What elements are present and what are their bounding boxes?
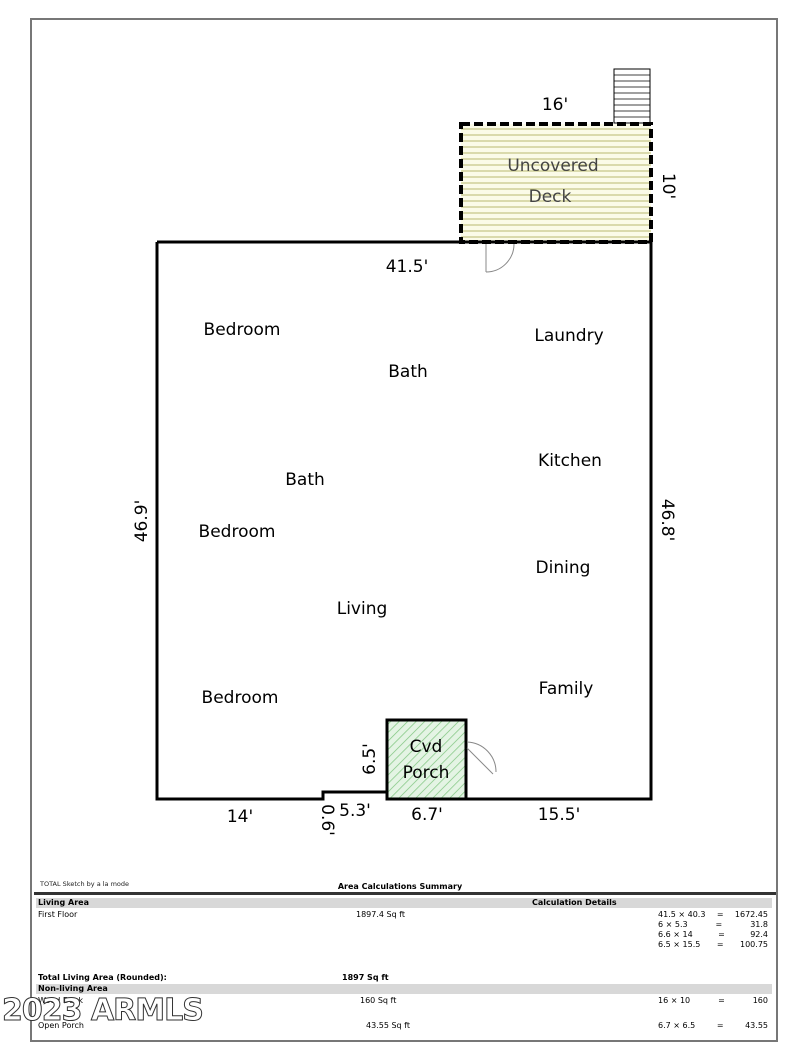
dim-deck-width: 16': [542, 95, 568, 115]
total-living-value: 1897 Sq ft: [342, 973, 389, 982]
room-laundry: Laundry: [534, 326, 603, 346]
room-living: Living: [337, 599, 388, 619]
uncovered-deck: [459, 122, 653, 244]
room-bedroom-mid: Bedroom: [199, 522, 276, 542]
room-kitchen: Kitchen: [538, 451, 602, 471]
total-living-row: Total Living Area (Rounded): 1897 Sq ft: [36, 973, 772, 983]
dim-deck-depth: 10': [658, 173, 678, 199]
first-floor-label: First Floor: [38, 910, 78, 919]
first-floor-calcs: 41.5 × 40.3=1672.45 6 × 5.3=31.8 6.6 × 1…: [658, 910, 768, 950]
floor-plan-sheet: [30, 18, 778, 1042]
room-bath-mid: Bath: [285, 470, 325, 490]
deck-label-line2: Deck: [529, 187, 572, 207]
summary-divider: [34, 892, 776, 895]
deck-door: [485, 243, 515, 273]
calc-line: 6.6 × 14=92.4: [658, 930, 768, 939]
wood-deck-value: 160 Sq ft: [360, 996, 397, 1005]
calc-line: 6.5 × 15.5=100.75: [658, 940, 768, 949]
first-floor-value: 1897.4 Sq ft: [356, 910, 406, 919]
calc-line: 6 × 5.3=31.8: [658, 920, 768, 929]
dim-notch-width: 5.3': [339, 801, 371, 821]
dim-left: 46.9': [132, 500, 152, 543]
covered-porch: [385, 718, 468, 801]
dim-bottom-left: 14': [227, 807, 253, 827]
calc-line: 41.5 × 40.3=1672.45: [658, 910, 768, 919]
living-area-header: Living Area: [38, 898, 89, 907]
living-area-header-row: Living Area Calculation Details: [36, 898, 772, 908]
nonliving-header: Non-living Area: [38, 984, 108, 993]
porch-door: [466, 741, 497, 775]
sketch-note: TOTAL Sketch by a la mode: [40, 880, 130, 888]
dim-porch-height: 6.5': [360, 743, 380, 775]
calc-details-header: Calculation Details: [532, 898, 617, 907]
dim-porch-width: 6.7': [411, 805, 443, 825]
first-floor-row: First Floor 1897.4 Sq ft: [36, 910, 772, 920]
deck-stairs: [613, 68, 651, 124]
room-bath-top: Bath: [388, 362, 428, 382]
dim-right: 46.8': [657, 499, 677, 542]
room-dining: Dining: [536, 558, 591, 578]
porch-label-line2: Porch: [403, 763, 450, 783]
open-porch-calc: 6.7 × 6.5=43.55: [658, 1021, 768, 1031]
deck-label-line1: Uncovered: [507, 156, 598, 176]
room-bedroom-bottom: Bedroom: [202, 688, 279, 708]
dim-bottom-right: 15.5': [538, 805, 581, 825]
room-family: Family: [539, 679, 594, 699]
summary-title: Area Calculations Summary: [337, 882, 463, 891]
open-porch-value: 43.55 Sq ft: [366, 1021, 410, 1030]
armls-watermark: 2023 ARMLS: [2, 993, 205, 1029]
calc-line: 16 × 10=160: [658, 996, 768, 1005]
porch-label-line1: Cvd: [410, 737, 443, 757]
dim-notch-height: 0.6': [317, 804, 337, 836]
wood-deck-row: Wood Deck 160 Sq ft: [36, 996, 772, 1006]
wood-deck-calc: 16 × 10=160: [658, 996, 768, 1006]
open-porch-label: Open Porch: [38, 1021, 84, 1030]
room-bedroom-top: Bedroom: [204, 320, 281, 340]
nonliving-header-row: Non-living Area: [36, 984, 772, 994]
dim-top: 41.5': [386, 257, 429, 277]
open-porch-row: Open Porch 43.55 Sq ft: [36, 1021, 772, 1031]
wood-deck-label: Wood Deck: [38, 996, 83, 1005]
total-living-label: Total Living Area (Rounded):: [38, 973, 167, 982]
calc-line: 6.7 × 6.5=43.55: [658, 1021, 768, 1030]
